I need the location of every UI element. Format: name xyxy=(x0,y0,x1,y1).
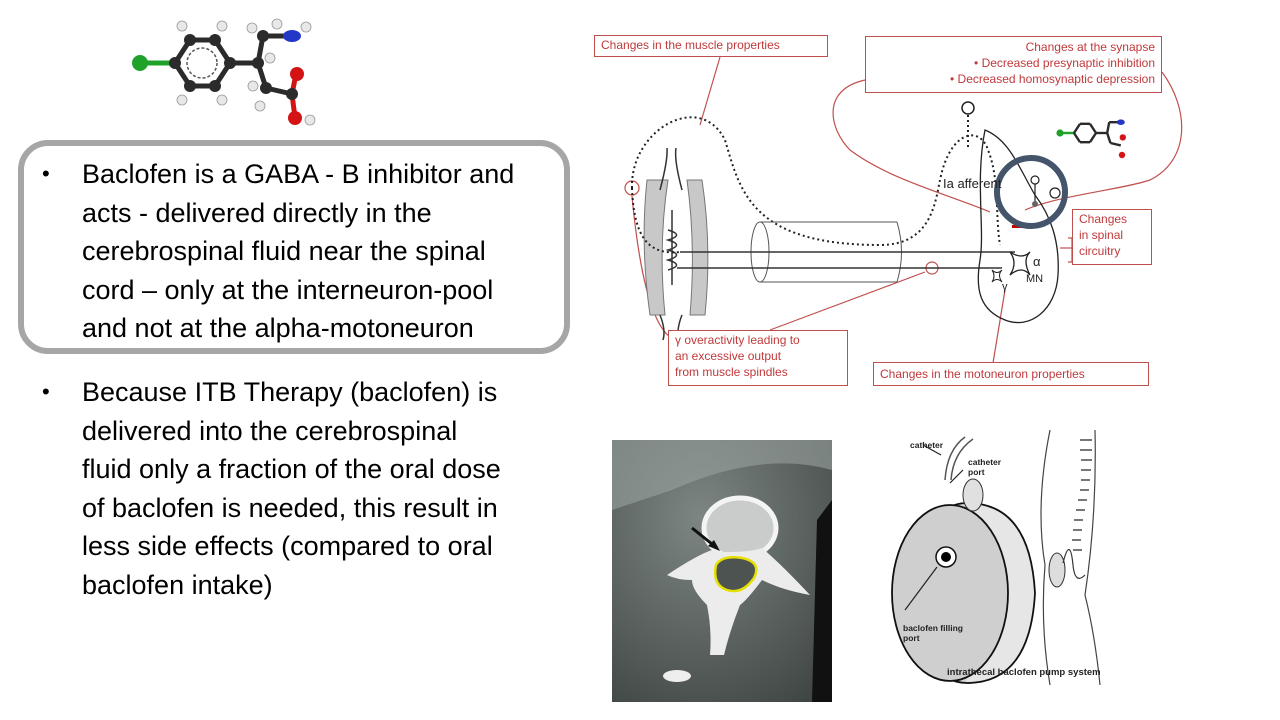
label-line: Changes xyxy=(1079,212,1128,226)
bullet-line: less side effects (compared to oral xyxy=(82,531,493,561)
baclofen-molecule-image xyxy=(132,18,316,126)
ct-scan-image xyxy=(612,440,832,702)
bullet-marker: • xyxy=(42,161,50,186)
highlight-box xyxy=(18,140,570,354)
baclofen-molecule-small xyxy=(1056,119,1126,159)
label-line: circuitry xyxy=(1079,244,1121,258)
gamma-label: γ xyxy=(1002,281,1008,293)
label-muscle-properties: Changes in the muscle properties xyxy=(594,35,828,57)
label-line: catheter xyxy=(968,457,1002,467)
highlight-ring xyxy=(994,155,1068,229)
neuron-cell-icon xyxy=(961,101,975,115)
alpha-motoneuron-icon xyxy=(1009,251,1031,276)
filling-port-label: baclofen filling port xyxy=(903,623,963,643)
bullet-line: of baclofen is needed, this result in xyxy=(82,492,498,523)
synapse-item: • Decreased presynaptic inhibition xyxy=(974,56,1155,70)
bullet-line: acts - delivered directly in the xyxy=(82,197,432,228)
spasticity-diagram: Ia afferent α MN γ xyxy=(624,56,1183,364)
synapse-item-text: Decreased presynaptic inhibition xyxy=(981,56,1155,70)
spinal-canal-outline xyxy=(713,556,758,593)
arrow-synapse xyxy=(832,79,991,213)
label-motoneuron-properties: Changes in the motoneuron properties xyxy=(873,362,1149,386)
label-gamma-overactivity: γ overactivity leading to an excessive o… xyxy=(668,330,848,386)
ct-arrow-icon xyxy=(708,540,720,551)
bullet-line: baclofen intake) xyxy=(82,569,273,600)
bullet-line: Because ITB Therapy (baclofen) is xyxy=(82,377,498,407)
label-line: in spinal xyxy=(1079,228,1124,242)
label-synapse-changes: Changes at the synapse • Decreased presy… xyxy=(865,36,1162,93)
bullet-line: delivered into the cerebrospinal xyxy=(82,415,458,446)
intrathecal-pump-illustration: catheter catheter port baclofen filling … xyxy=(885,425,1115,695)
label-line: from muscle spindles xyxy=(675,365,788,379)
bullet-line: and not at the alpha-motoneuron xyxy=(82,313,474,343)
bullet-line: cerebrospinal fluid near the spinal xyxy=(82,236,486,266)
catheter-label: catheter xyxy=(910,440,944,450)
alpha-label: α xyxy=(1033,254,1041,269)
mn-label: MN xyxy=(1026,273,1043,285)
synapse-item-text: Decreased homosynaptic depression xyxy=(957,72,1155,86)
bullet-line: cord – only at the interneuron-pool xyxy=(82,274,494,305)
label-line: γ overactivity leading to xyxy=(675,333,800,347)
label-line: an excessive output xyxy=(675,349,782,363)
bullet-itb-therapy: • Because ITB Therapy (baclofen) is deli… xyxy=(40,373,580,604)
bullet-text: Because ITB Therapy (baclofen) is delive… xyxy=(82,373,580,604)
synapse-title: Changes at the synapse xyxy=(1025,40,1155,54)
arrow-motoneuron xyxy=(992,289,1006,364)
ia-afferent-label: Ia afferent xyxy=(943,176,1002,191)
bullet-marker: • xyxy=(42,379,50,404)
gamma-motoneuron-icon xyxy=(991,269,1003,283)
bullet-text: Baclofen is a GABA - B inhibitor and act… xyxy=(82,155,560,348)
label-line: port xyxy=(968,467,985,477)
arrow-muscle xyxy=(699,56,721,126)
bullet-baclofen-mechanism: • Baclofen is a GABA - B inhibitor and a… xyxy=(40,155,560,348)
bullet-line: fluid only a fraction of the oral dose xyxy=(82,454,501,484)
label-line: port xyxy=(903,633,920,643)
synapse-item: • Decreased homosynaptic depression xyxy=(950,72,1155,86)
bullet-line: Baclofen is a GABA - B inhibitor and xyxy=(82,159,515,189)
label-spinal-circuitry: Changes in spinal circuitry xyxy=(1072,209,1152,265)
catheter-port-label: catheter port xyxy=(968,457,1001,477)
label-line: baclofen filling xyxy=(903,623,963,633)
pump-caption: intrathecal baclofen pump system xyxy=(947,667,1101,678)
